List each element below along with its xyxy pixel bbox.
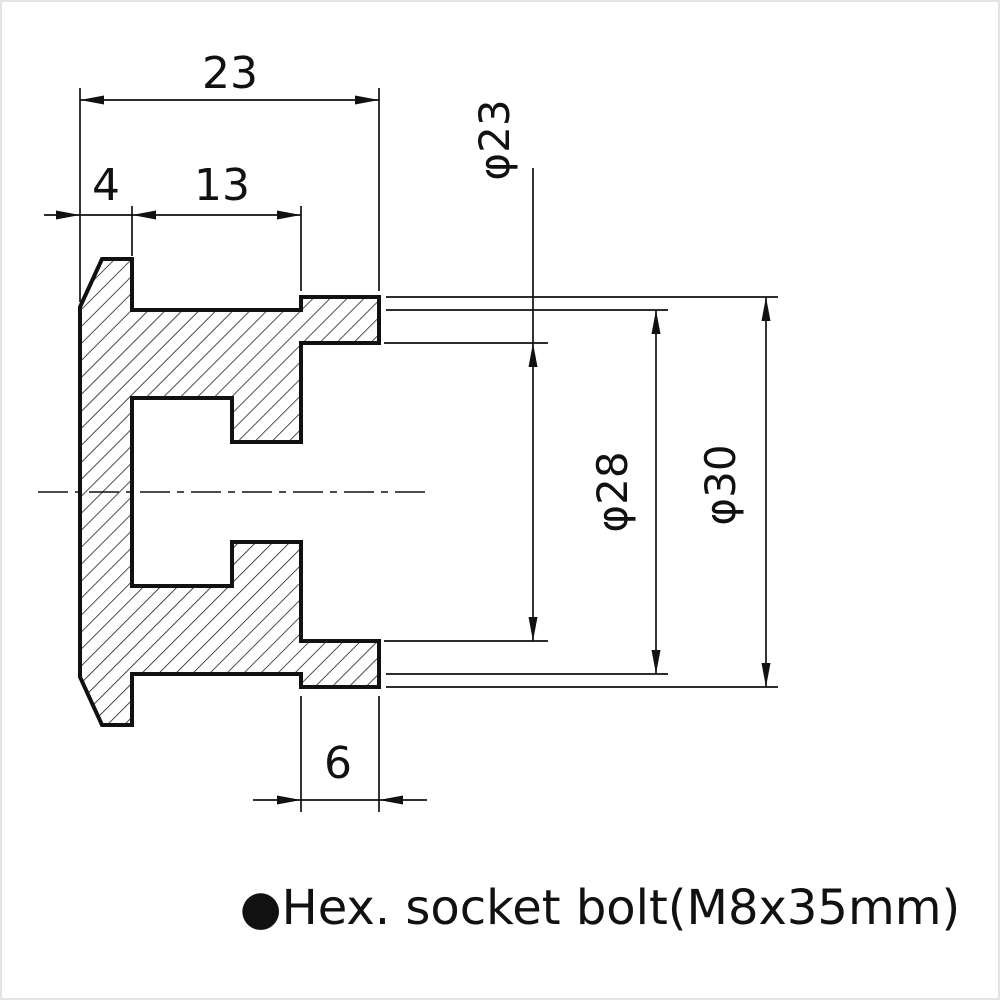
arrow-down-icon: [761, 663, 771, 687]
arrow-down-icon: [651, 650, 661, 674]
dimension-dia-outer: φ30: [696, 297, 771, 687]
dimension-dia-recess: φ23: [470, 99, 538, 641]
arrow-left-icon: [80, 95, 104, 105]
dim-label-dia-body: φ28: [588, 451, 637, 532]
arrow-right-icon: [56, 210, 80, 220]
dimension-dia-body: φ28: [588, 310, 661, 674]
dim-label-dia-outer: φ30: [696, 444, 745, 525]
arrow-right-icon: [355, 95, 379, 105]
arrow-up-icon: [528, 343, 538, 367]
dimension-flange-thickness: 4: [44, 160, 132, 220]
arrow-up-icon: [651, 310, 661, 334]
dim-label-recess-depth: 6: [324, 738, 352, 789]
dim-label-overall-length: 23: [202, 48, 258, 99]
arrow-right-icon: [277, 210, 301, 220]
part-outline: [78, 257, 381, 727]
extension-lines: [79, 88, 778, 812]
dimension-body-length: 13: [132, 160, 301, 220]
part-cross-section: [78, 257, 381, 727]
arrow-left-icon: [379, 795, 403, 805]
dim-label-dia-recess: φ23: [470, 99, 519, 180]
arrow-down-icon: [528, 617, 538, 641]
dimension-overall-length: 23: [80, 48, 379, 105]
arrow-up-icon: [761, 297, 771, 321]
dim-label-flange-thickness: 4: [92, 160, 120, 211]
caption-label: ●Hex. socket bolt(M8x35mm): [240, 880, 960, 936]
dim-label-body-length: 13: [194, 160, 250, 211]
arrow-right-icon: [277, 795, 301, 805]
arrow-left-icon: [132, 210, 156, 220]
dimension-recess-depth: 6: [253, 738, 427, 805]
